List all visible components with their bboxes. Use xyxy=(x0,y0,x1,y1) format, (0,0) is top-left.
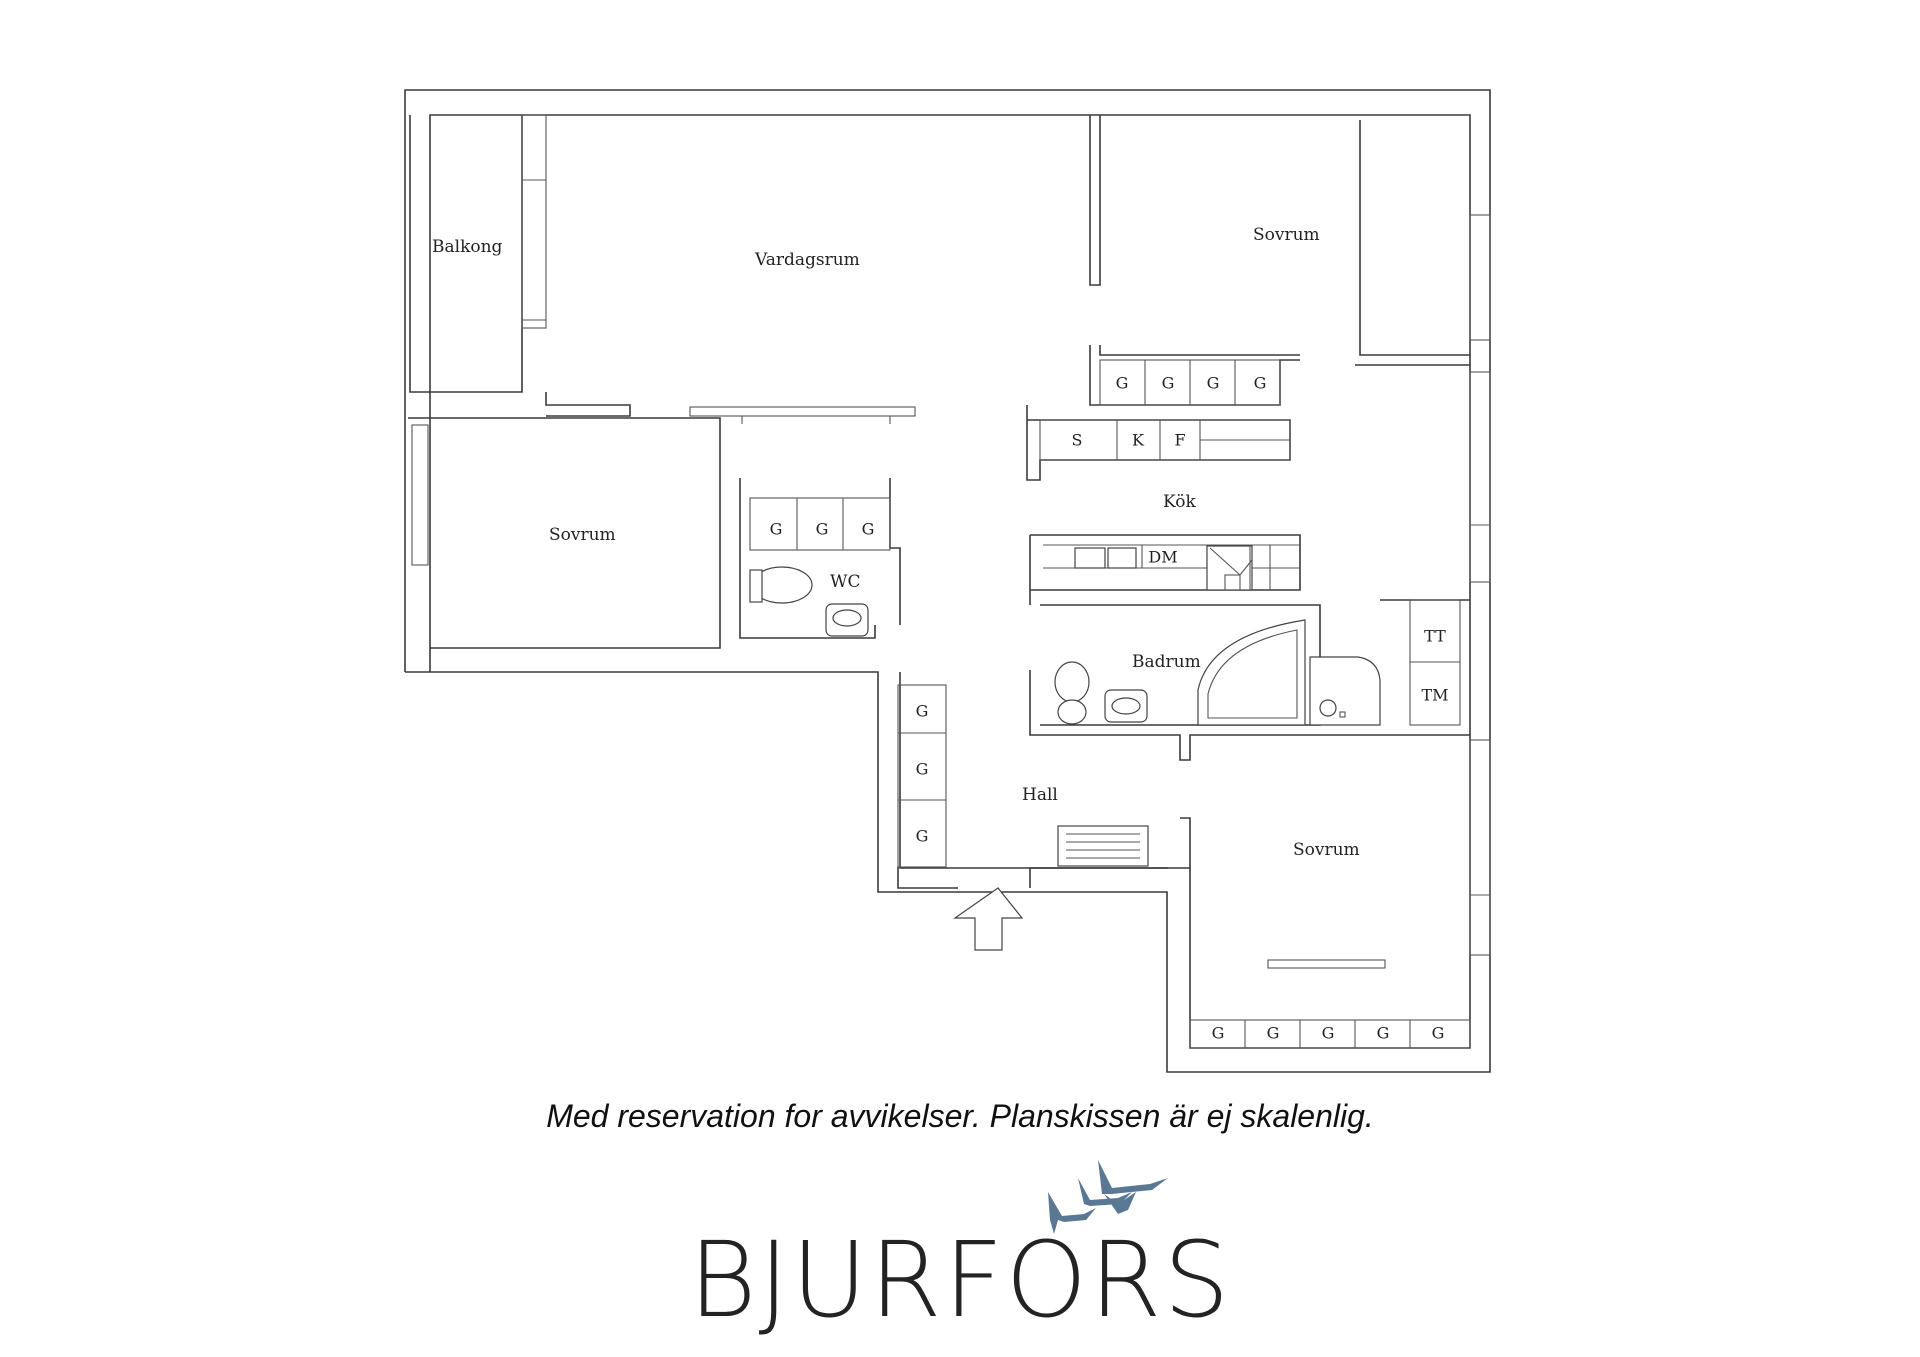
bathroom-area xyxy=(1029,590,1470,761)
brand-logo-text: BJURFORS xyxy=(688,1219,1232,1341)
disclaimer-text: Med reservation for avvikelser. Planskis… xyxy=(546,1098,1374,1134)
room-label-vardagsrum: Vardagsrum xyxy=(754,250,860,270)
laundry-label: TT xyxy=(1424,627,1446,646)
cabinet-label: G xyxy=(1212,1024,1225,1043)
appliance-label: K xyxy=(1132,431,1145,450)
cabinet-label: G xyxy=(862,520,875,539)
room-label-sovrum-left: Sovrum xyxy=(549,525,616,545)
appliance-label: S xyxy=(1072,431,1083,450)
cabinet-label: G xyxy=(1377,1024,1390,1043)
room-label-badrum: Badrum xyxy=(1132,652,1201,672)
living-room-walls xyxy=(689,115,1101,424)
hall-area xyxy=(897,684,1191,951)
cabinet-label: G xyxy=(916,760,929,779)
room-label-hall: Hall xyxy=(1022,785,1058,805)
cabinet-label: G xyxy=(1322,1024,1335,1043)
sink-icon xyxy=(1074,547,1106,569)
cabinet-label: G xyxy=(916,702,929,721)
windows xyxy=(1469,214,1491,956)
cabinet-label: G xyxy=(1207,374,1220,393)
bottom-right-bedroom xyxy=(1189,959,1471,1049)
cabinet-label: G xyxy=(816,520,829,539)
laundry-label: TM xyxy=(1421,686,1448,705)
entrance-arrow-icon xyxy=(953,887,1024,951)
cabinet-label: G xyxy=(770,520,783,539)
cabinet-label: G xyxy=(1254,374,1267,393)
bathtub-icon xyxy=(1197,619,1306,726)
room-label-wc: WC xyxy=(830,572,860,592)
room-label-sovrum-top-right: Sovrum xyxy=(1253,225,1320,245)
cabinet-labels: G G G G S K F DM G G G G G G TT TM G G G… xyxy=(770,374,1449,1043)
stove-icon xyxy=(1206,545,1253,591)
room-label-kok: Kök xyxy=(1163,492,1196,512)
wc-area xyxy=(739,478,901,639)
logo-birds xyxy=(1048,1160,1168,1234)
room-label-balkong: Balkong xyxy=(432,237,503,257)
flying-geese-logo-icon xyxy=(1048,1160,1168,1234)
kitchen-area xyxy=(1026,120,1470,591)
left-bedroom-walls xyxy=(408,417,721,649)
room-labels: Balkong Vardagsrum Sovrum Sovrum Kök WC … xyxy=(432,225,1360,860)
cabinet-label: G xyxy=(1162,374,1175,393)
radiator-icon xyxy=(1057,825,1149,867)
balcony xyxy=(409,114,631,417)
appliance-label: F xyxy=(1174,431,1185,450)
outer-walls xyxy=(404,89,1491,1073)
cabinet-label: G xyxy=(916,827,929,846)
room-label-sovrum-bottom-right: Sovrum xyxy=(1293,840,1360,860)
cabinet-label: G xyxy=(1116,374,1129,393)
cabinet-label: G xyxy=(1267,1024,1280,1043)
cabinet-label: G xyxy=(1432,1024,1445,1043)
toilet-icon xyxy=(1054,661,1090,703)
dishwasher-label: DM xyxy=(1148,548,1177,567)
